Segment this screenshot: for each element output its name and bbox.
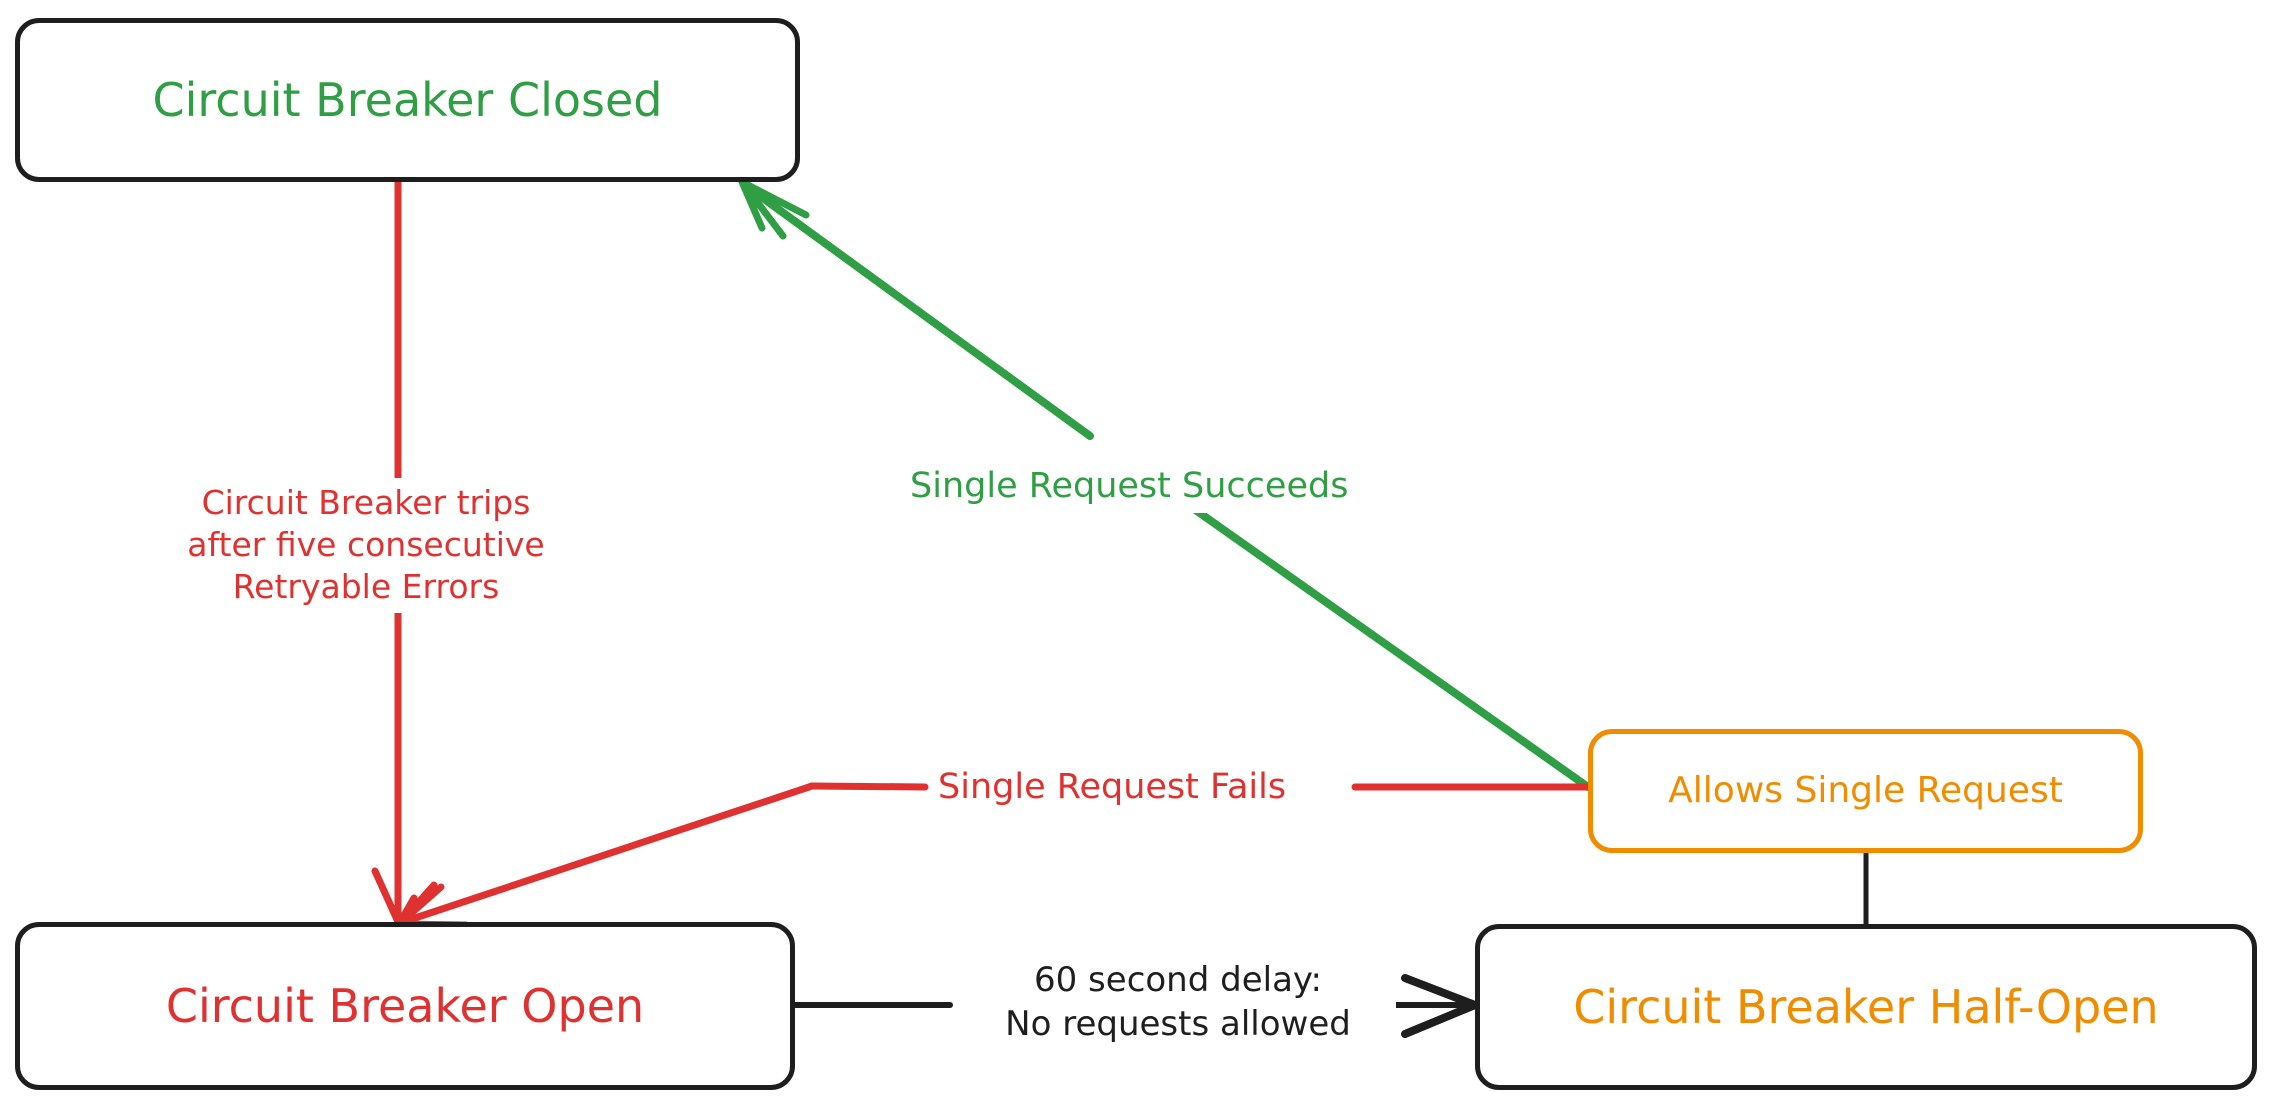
- edge-open-to-half-open: [792, 974, 1479, 1038]
- node-circuit-breaker-open-label: Circuit Breaker Open: [165, 978, 645, 1033]
- node-circuit-breaker-closed[interactable]: Circuit Breaker Closed: [15, 18, 800, 182]
- node-circuit-breaker-half-open-label: Circuit Breaker Half-Open: [1573, 979, 2159, 1034]
- edge-allows-to-closed-line-lower: [1166, 488, 1592, 791]
- node-circuit-breaker-open[interactable]: Circuit Breaker Open: [15, 922, 795, 1090]
- node-circuit-breaker-half-open[interactable]: Circuit Breaker Half-Open: [1475, 924, 2257, 1090]
- edge-label-allows-to-closed: Single Request Succeeds: [900, 460, 1359, 513]
- edge-allows-to-open-seg-mid: [808, 782, 929, 791]
- edge-label-closed-to-open: Circuit Breaker trips after five consecu…: [150, 478, 582, 613]
- node-circuit-breaker-closed-label: Circuit Breaker Closed: [152, 72, 663, 127]
- edge-label-open-to-half-open-line-2: No requests allowed: [1005, 1003, 1351, 1044]
- edge-label-closed-to-open-line-1: Circuit Breaker trips: [201, 483, 531, 522]
- edge-allows-to-closed-line-upper: [741, 181, 1094, 440]
- edge-allows-to-closed: [738, 178, 1592, 791]
- edge-label-allows-to-closed-line-1: Single Request Succeeds: [910, 466, 1349, 506]
- edge-allows-to-open-seg-diagonal: [396, 782, 816, 927]
- node-allows-single-request[interactable]: Allows Single Request: [1588, 729, 2143, 853]
- node-allows-single-request-label: Allows Single Request: [1668, 770, 2063, 812]
- edge-open-to-half-open-arrowhead: [1401, 974, 1479, 1038]
- edge-label-allows-to-open: Single Request Fails: [930, 762, 1295, 813]
- edge-label-closed-to-open-line-2: after five consecutive: [187, 525, 545, 565]
- edge-label-open-to-half-open: 60 second delay: No requests allowed: [960, 955, 1396, 1051]
- edge-label-allows-to-open-line-1: Single Request Fails: [938, 767, 1287, 807]
- edge-label-closed-to-open-line-3: Retryable Errors: [232, 567, 500, 607]
- edge-label-open-to-half-open-line-1: 60 second delay:: [1033, 960, 1323, 1000]
- edge-allows-to-closed-arrowhead: [738, 178, 810, 240]
